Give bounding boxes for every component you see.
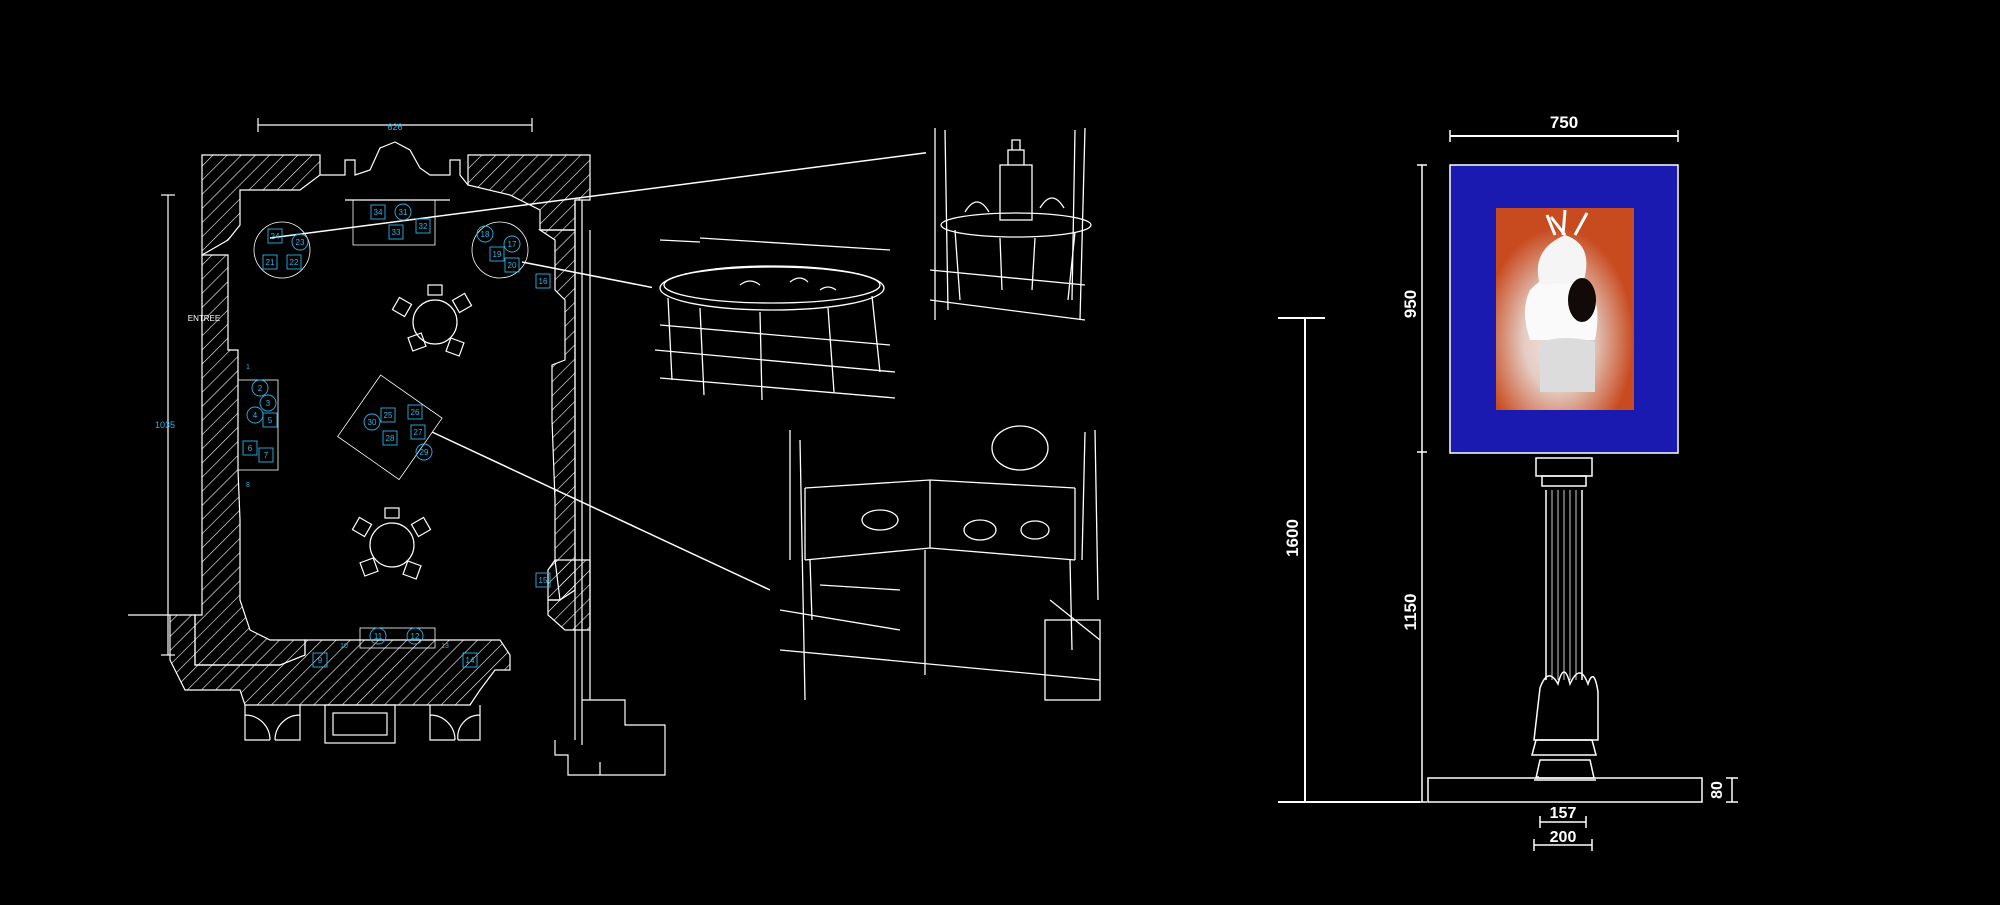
item-marker-12: 12 [406,627,424,645]
item-number: 8 [246,482,250,489]
item-marker-25: 25 [380,407,396,423]
sketch-round-table [652,233,896,408]
item-marker-18: 18 [476,225,494,243]
item-number: 27 [414,428,423,437]
item-number: 18 [481,230,490,239]
item-number: 9 [318,656,323,665]
round-table-bottom [351,507,432,580]
item-number: 33 [392,228,401,237]
item-marker-7: 7 [258,447,274,463]
item-number: 19 [493,250,502,259]
item-number: 34 [374,208,383,217]
frame-height-label: 950 [1401,290,1420,318]
wall-bottom [169,614,511,706]
item-number: 2 [258,384,263,393]
item-number: 13 [441,643,449,650]
item-marker-32: 32 [415,218,431,234]
item-marker-1: 1 [246,364,250,371]
item-number: 24 [271,232,280,241]
frame-width-label: 750 [1550,113,1578,132]
item-marker-19: 19 [489,246,505,262]
item-marker-33: 33 [388,224,404,240]
item-marker-11: 11 [369,627,387,645]
item-marker-3: 3 [259,394,277,412]
inner-width-label: 157 [1550,805,1577,822]
item-number: 20 [508,261,517,270]
item-marker-24: 24 [267,228,283,244]
item-number: 7 [264,451,269,460]
item-marker-9: 9 [312,652,328,668]
item-marker-21: 21 [262,254,278,270]
item-marker-4: 4 [246,406,264,424]
item-marker-16: 16 [535,273,551,289]
item-marker-14: 14 [462,652,478,668]
item-number: 30 [368,418,377,427]
item-marker-22: 22 [286,254,302,270]
item-number: 14 [466,656,475,665]
round-table-top [391,284,473,357]
floor-plan [128,118,933,776]
item-marker-23: 23 [291,233,309,251]
item-marker-5: 5 [262,412,278,428]
item-number: 5 [268,416,273,425]
item-number: 17 [508,240,517,249]
item-number: 31 [399,208,408,217]
item-marker-2: 2 [251,379,269,397]
item-number: 12 [411,632,420,641]
item-marker-6: 6 [242,440,258,456]
item-marker-34: 34 [370,204,386,220]
item-marker-28: 28 [382,430,398,446]
item-number: 22 [290,258,299,267]
height-dimension-label: 1035 [155,420,175,430]
item-marker-31: 31 [394,203,412,221]
item-marker-29: 29 [415,443,433,461]
item-number: 4 [253,411,258,420]
base-height-label: 80 [1709,781,1726,799]
item-marker-20: 20 [504,257,520,273]
item-marker-27: 27 [410,424,426,440]
item-marker-8: 8 [246,482,250,489]
item-marker-13: 13 [441,643,449,650]
width-dimension-label: 626 [387,122,402,132]
item-number: 15 [539,576,548,585]
item-number: 11 [374,632,383,641]
item-marker-10: 10 [340,643,348,650]
sketch-console-table [926,125,1092,328]
sketch-display-case [770,425,1105,701]
item-marker-17: 17 [503,235,521,253]
item-number: 1 [246,364,250,371]
item-number: 3 [266,399,271,408]
item-number: 16 [539,277,548,286]
frame-photo [1496,208,1634,410]
item-marker-30: 30 [363,413,381,431]
wall-top-left [201,154,321,257]
entrance-label: ENTREE [188,314,220,323]
item-number: 6 [248,444,253,453]
total-height-label: 1600 [1283,519,1302,557]
wall-top-right [467,154,591,231]
item-marker-26: 26 [407,404,423,420]
item-number: 25 [384,411,393,420]
item-number: 28 [386,434,395,443]
item-number: 32 [419,222,428,231]
stand-elevation [1278,130,1738,851]
item-number: 10 [340,643,348,650]
item-marker-15: 15 [535,572,551,588]
column-height-label: 1150 [1401,594,1420,631]
item-number: 21 [266,258,275,267]
outer-width-label: 200 [1550,829,1577,846]
item-number: 23 [296,238,305,247]
item-number: 29 [420,448,429,457]
item-number: 26 [411,408,420,417]
